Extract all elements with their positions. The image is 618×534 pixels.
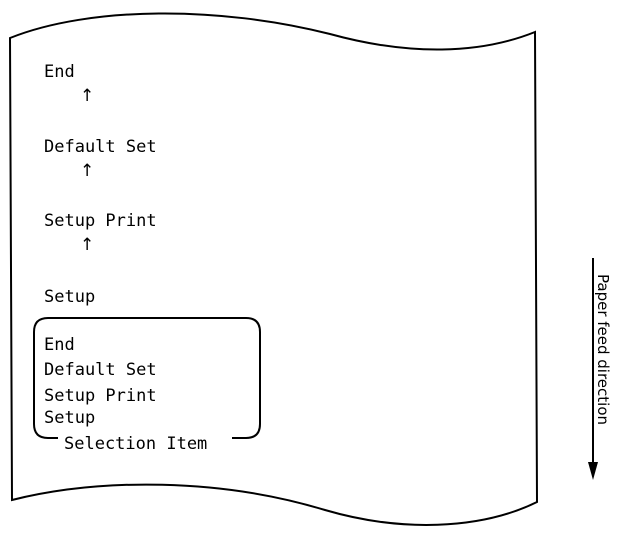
sequence-up-arrow-icon: ↑ <box>80 86 94 106</box>
selection-item-default-set: Default Set <box>44 360 157 380</box>
sequence-up-arrow-icon: ↑ <box>80 235 94 255</box>
setup-sequence: End ↑ Default Set ↑ Setup Print ↑ Setup <box>44 62 157 307</box>
sequence-item-default-set: Default Set <box>44 137 157 157</box>
sequence-item-setup-print: Setup Print <box>44 211 157 231</box>
selection-item-box: End Default Set Setup Print Setup Select… <box>33 317 261 454</box>
sequence-up-arrow-icon: ↑ <box>80 161 94 181</box>
selection-item-setup-print: Setup Print <box>44 386 157 406</box>
selection-item-setup: Setup <box>44 408 95 428</box>
sequence-item-end: End <box>44 62 75 82</box>
selection-box-border <box>33 317 261 439</box>
paper-sheet <box>8 12 539 526</box>
arrow-down-icon <box>588 462 598 480</box>
selection-box-caption: Selection Item <box>64 434 207 454</box>
sequence-item-setup: Setup <box>44 287 95 307</box>
selection-item-end: End <box>44 335 75 355</box>
feed-direction-indicator: Paper feed direction <box>588 258 612 480</box>
feed-direction-label: Paper feed direction <box>594 274 612 425</box>
